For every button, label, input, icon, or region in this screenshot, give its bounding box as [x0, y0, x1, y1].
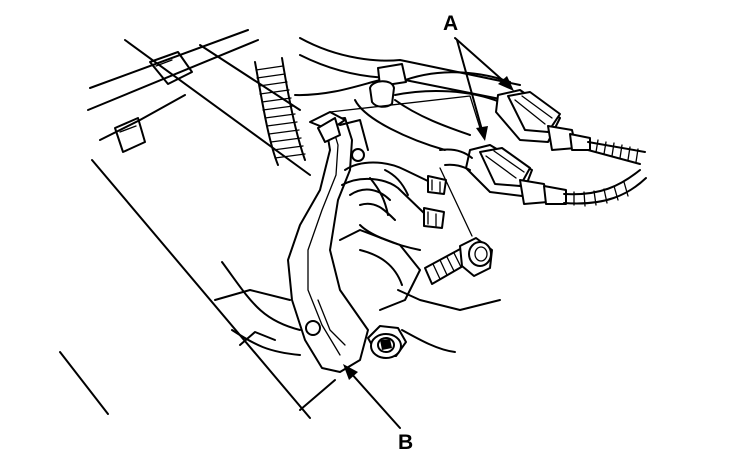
callout-label-a: A	[443, 12, 459, 35]
bracket-b	[287, 111, 369, 373]
connector-a-upper	[495, 89, 646, 165]
callout-b-leader	[343, 364, 401, 429]
callout-label-b: B	[398, 431, 414, 454]
engine-housing	[59, 29, 311, 419]
connector-a-lower	[439, 144, 647, 207]
callout-a-leaders	[454, 37, 514, 141]
flange-nut	[367, 325, 407, 359]
upper-wiring	[294, 37, 521, 151]
mounting-bolt	[424, 237, 493, 285]
corrugated-harness-tube	[254, 57, 306, 166]
lower-engine-parts	[299, 224, 501, 411]
wire-loop-terminals	[341, 161, 447, 229]
